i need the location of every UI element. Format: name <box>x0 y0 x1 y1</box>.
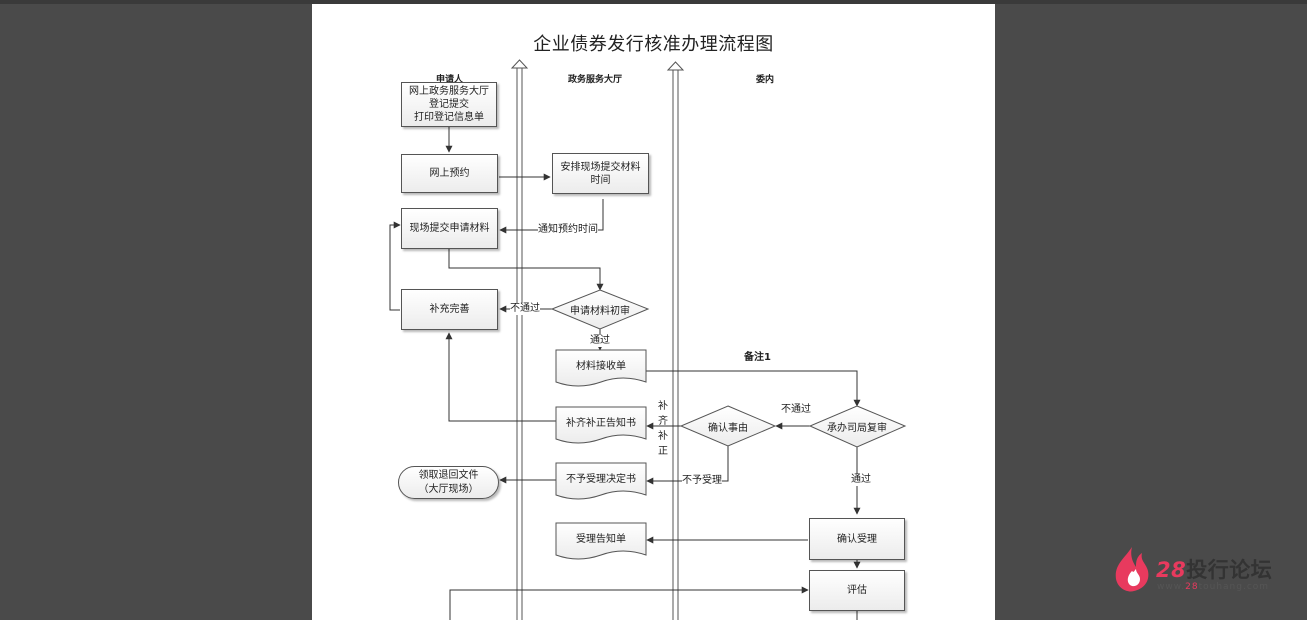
lane-separator-1 <box>510 59 529 620</box>
edge-label-fail-bureau: 不通过 <box>781 404 811 416</box>
decision-initial-review <box>550 289 650 330</box>
page-title: 企业债券发行核准办理流程图 <box>533 34 774 55</box>
watermark-url-prefix: www. <box>1157 582 1186 592</box>
node-supplement-notice: 补齐补正告知书 <box>566 417 636 429</box>
doc-shape-rejection <box>555 462 647 500</box>
doc-shape-receipt <box>555 349 647 387</box>
watermark-number: 28 <box>1156 558 1187 582</box>
node-initial-review-label: 申请材料初审 <box>570 305 630 317</box>
watermark-url-highlight: 28 <box>1185 582 1199 592</box>
node-bureau-review-label: 承办司局复审 <box>827 422 887 434</box>
edge-label-not-accepted: 不予受理 <box>682 475 722 487</box>
lane-label-applicant: 申请人 <box>436 75 464 85</box>
node-online-register-line-2: 登记提交 <box>429 99 469 110</box>
edge-label-supplement-correct: 补 齐 补 正 <box>657 399 669 459</box>
node-accept-notice: 受理告知单 <box>576 533 626 545</box>
viewer-top-bar <box>0 0 1307 4</box>
node-online-booking-label: 网上预约 <box>429 168 470 179</box>
node-online-register-line-1: 网上政务服务大厅 <box>409 86 489 97</box>
doc-shape-accept-notice <box>555 522 647 560</box>
node-receipt-form: 材料接收单 <box>576 360 626 372</box>
decision-confirm-reason <box>679 405 777 447</box>
edge-label-fail-initial: 不通过 <box>510 303 540 315</box>
edge-label-supplement-correct-char-2: 齐 <box>658 416 668 427</box>
node-evaluation-label: 评估 <box>847 585 867 596</box>
edge-label-pass-initial: 通过 <box>590 335 610 347</box>
document-shapes <box>555 349 647 560</box>
node-confirm-accept-label: 确认受理 <box>837 533 877 545</box>
node-arrange-time-line-2: 时间 <box>590 174 611 186</box>
node-evaluation: 评估 <box>809 570 905 611</box>
flow-connectors <box>389 59 907 620</box>
node-confirm-accept: 确认受理 <box>809 518 905 560</box>
node-submit-onsite-label: 现场提交申请材料 <box>409 223 490 234</box>
flame-logo-icon <box>1115 547 1149 592</box>
edge-label-remark-1: 备注1 <box>744 352 771 364</box>
edge-label-supplement-correct-char-3: 补 <box>658 431 668 442</box>
node-collect-docs-line-2: （大厅现场） <box>418 483 479 495</box>
edge-label-notify-time: 通知预约时间 <box>538 224 598 236</box>
node-submit-onsite: 现场提交申请材料 <box>401 208 498 249</box>
node-supplement-label: 补充完善 <box>429 304 470 315</box>
edge-label-supplement-correct-char-1: 补 <box>658 401 668 412</box>
decision-bureau-review <box>808 405 907 448</box>
watermark-url: www.28touhang.com <box>1157 582 1269 592</box>
watermark-brand-text: 投行论坛 <box>1186 558 1273 582</box>
watermark-url-suffix: touhang.com <box>1198 582 1270 592</box>
node-arrange-time-line-1: 安排现场提交材料 <box>560 161 641 173</box>
node-supplement: 补充完善 <box>401 289 498 330</box>
node-arrange-time: 安排现场提交材料 时间 <box>552 153 649 194</box>
document-page: 企业债券发行核准办理流程图 申请人 政务服务大厅 委内 网上政务服务大厅 登记提… <box>312 4 995 620</box>
node-online-register-line-3: 打印登记信息单 <box>414 112 484 123</box>
doc-shape-supplement-notice <box>555 406 647 444</box>
node-confirm-reason-label: 确认事由 <box>708 422 748 434</box>
node-online-register: 网上政务服务大厅 登记提交 打印登记信息单 <box>401 82 497 127</box>
lane-label-service-hall: 政务服务大厅 <box>568 75 623 85</box>
edge-label-pass-bureau: 通过 <box>851 474 871 486</box>
node-collect-docs-line-1: 领取退回文件 <box>418 469 479 481</box>
lane-separator-2 <box>666 61 685 620</box>
edge-label-supplement-correct-char-4: 正 <box>658 446 668 457</box>
lane-label-commission: 委内 <box>756 75 775 85</box>
node-rejection-decision: 不予受理决定书 <box>566 473 636 485</box>
watermark-brand: 28投行论坛 <box>1156 554 1272 584</box>
node-collect-docs: 领取退回文件 （大厅现场） <box>398 466 499 499</box>
node-online-booking: 网上预约 <box>401 154 498 193</box>
